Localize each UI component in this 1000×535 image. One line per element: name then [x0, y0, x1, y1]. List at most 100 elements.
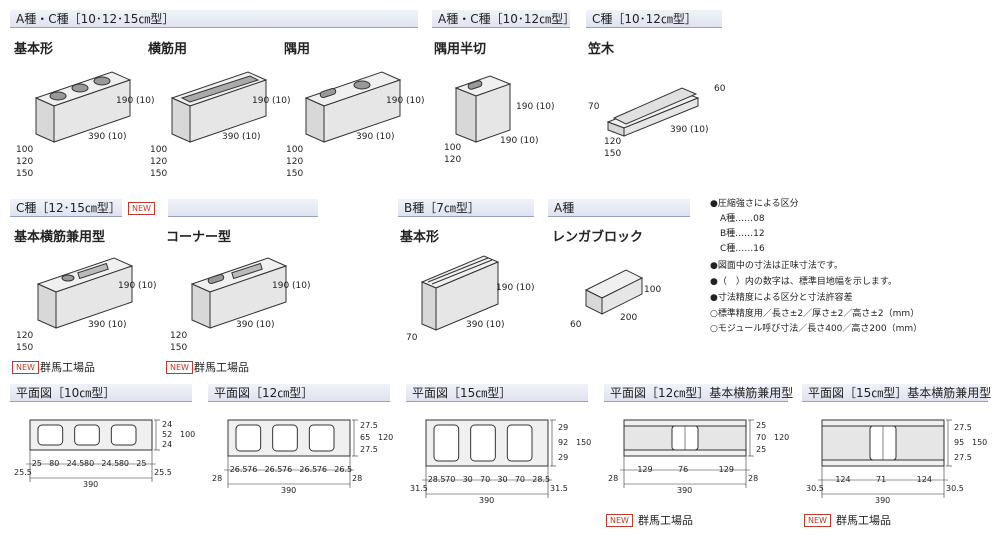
plan-bottom-dim: 25: [136, 459, 147, 468]
plan-bottom-dim: 76: [316, 465, 328, 474]
plan-height-dim: 150: [576, 438, 592, 447]
gunma-label-7: 群馬工場品: [194, 361, 249, 374]
note-line: ○標準精度用／長さ±2／厚さ±2／高さ±2（mm）: [710, 309, 920, 319]
note-line: ●圧縮強さによる区分: [710, 199, 799, 209]
plan-bottom-dim: 80: [118, 459, 130, 468]
plan-total-dim: 390: [281, 486, 297, 495]
dim-w390-6: 390 (10): [88, 320, 127, 330]
plan-total-dim: 390: [875, 496, 891, 505]
plan-end-dim: 28: [608, 474, 619, 483]
block-renga-drawing: [584, 269, 644, 315]
dim-t100-1: 100: [16, 145, 34, 155]
new-badge: NEW: [128, 202, 155, 215]
plan-bottom-dim: 24.5: [101, 459, 120, 468]
plan-bottom-dim: 124: [835, 475, 851, 484]
dim-t100-2: 100: [150, 145, 168, 155]
dim-t120-4: 120: [444, 155, 462, 165]
title-renga: レンガブロック: [552, 230, 644, 245]
plan-p4-drawing: [620, 419, 754, 488]
plan-shape: [308, 424, 335, 452]
dim-t120-6: 120: [16, 331, 34, 341]
header-plan-15-yoko: 平面図［15㎝型］基本横筋兼用型: [802, 384, 991, 402]
plan-bottom-dim: 70: [514, 475, 526, 484]
plan-height-dim: 100: [180, 430, 196, 439]
header-plan-12: 平面図［12㎝型］: [208, 384, 390, 402]
note-line: A種……08: [720, 214, 765, 224]
dim-t100-4: 100: [444, 143, 462, 153]
title-kasagi: 笠木: [588, 42, 615, 57]
plan-p1-drawing: [26, 419, 160, 482]
block-kihon-b-drawing: [420, 255, 500, 331]
note-line: C種……16: [720, 244, 765, 254]
header-c-12-15-ext: [168, 199, 318, 217]
dim-w390-3: 390 (10): [356, 132, 395, 142]
dim-k390: 390 (10): [670, 125, 709, 135]
title-kihon-b: 基本形: [400, 230, 440, 245]
plan-bottom-dim: 24.5: [66, 459, 85, 468]
plan-right-dim: 95: [954, 438, 965, 447]
title-corner: コーナー型: [166, 230, 232, 245]
dim-r200: 200: [620, 313, 638, 323]
plan-right-dim: 65: [360, 433, 371, 442]
plan-bottom-dim: 76: [247, 465, 258, 474]
plan-bottom-dim: 25: [31, 459, 42, 468]
title-sumi: 隅用: [284, 42, 311, 57]
plan-bottom-dim: 129: [718, 465, 734, 474]
plan-right-dim: 27.5: [954, 422, 972, 432]
plan-right-dim: 29: [558, 453, 569, 463]
dim-t120-3: 120: [286, 157, 304, 167]
title-sumihan: 隅用半切: [434, 42, 487, 57]
plan-total-dim: 390: [677, 486, 693, 495]
title-kihon: 基本形: [14, 42, 54, 57]
note-line: B種……12: [720, 229, 765, 239]
title-yokosuji: 横筋用: [148, 42, 188, 57]
plan-end-dim: 30.5: [946, 484, 964, 493]
dim-h190-8: 190 (10): [496, 283, 535, 293]
block-kasagi-drawing: [606, 87, 700, 137]
header-ac-10-12-15: A種・C種［10･12･15㎝型］: [10, 10, 418, 28]
plan-right-dim: 24: [162, 420, 173, 429]
dim-t150-7: 150: [170, 343, 188, 353]
plan-end-dim: 30.5: [806, 484, 824, 493]
plan-end-dim: 28: [748, 474, 759, 483]
plan-bottom-dim: 26.5: [264, 465, 283, 474]
plan-end-dim: 28: [352, 474, 363, 483]
dim-w390-2: 390 (10): [222, 132, 261, 142]
gunma-label-p4: 群馬工場品: [638, 514, 693, 527]
note-line: ●図面中の寸法は正味寸法です。: [710, 261, 843, 271]
plan-end-dim: 28: [212, 474, 223, 483]
plan-height-dim: 150: [972, 438, 988, 447]
plan-bottom-dim: 124: [916, 475, 932, 484]
dim-h190-2: 190 (10): [252, 96, 291, 106]
new-badge-p4: NEW: [606, 514, 633, 527]
new-badge-p5: NEW: [804, 514, 831, 527]
plan-bottom-dim: 71: [876, 475, 887, 484]
plan-p5-drawing: [818, 419, 952, 498]
dim-b70: 70: [406, 333, 418, 343]
header-b-7: B種［7㎝型］: [398, 199, 534, 217]
dim-t120-2: 120: [150, 157, 168, 167]
dim-w390-8: 390 (10): [466, 320, 505, 330]
plan-shape: [37, 424, 64, 446]
dim-k60: 60: [714, 84, 726, 94]
gunma-label-6: 群馬工場品: [40, 361, 95, 374]
plan-bottom-dim: 28.5: [532, 475, 551, 484]
block-kihonyoko-drawing: [36, 257, 134, 329]
dim-k150: 150: [604, 149, 622, 159]
header-c-10-12: C種［10･12㎝型］: [586, 10, 722, 28]
plan-bottom-dim: 76: [282, 465, 293, 474]
block-sumihan-drawing: [454, 75, 512, 143]
plan-end-dim: 25.5: [154, 468, 172, 477]
plan-shape: [272, 424, 298, 452]
dim-k70: 70: [588, 102, 600, 112]
plan-right-dim: 24: [162, 440, 173, 449]
dim-t150-6: 150: [16, 343, 34, 353]
plan-shape: [470, 424, 496, 462]
plan-right-dim: 29: [558, 422, 569, 432]
header-a: A種: [548, 199, 690, 217]
plan-bottom-dim: 80: [84, 459, 95, 468]
dim-h190-6: 190 (10): [118, 281, 157, 291]
plan-bottom-dim: 26.5: [229, 465, 248, 474]
plan-right-dim: 70: [756, 433, 767, 442]
block-yokosuji-drawing: [170, 71, 268, 143]
